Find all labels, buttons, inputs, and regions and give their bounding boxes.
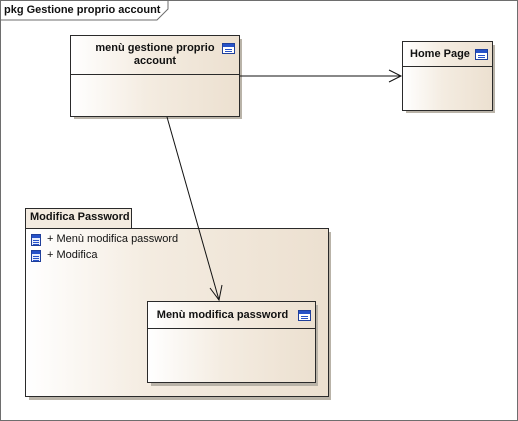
class-icon [31, 234, 41, 246]
class-header: Home Page [403, 42, 492, 67]
class-name: Menù modifica password [156, 309, 289, 321]
package-member[interactable]: + Modifica [47, 249, 98, 261]
frame-title: pkg Gestione proprio account [4, 4, 161, 16]
window-icon [475, 49, 488, 60]
class-header: Menù modifica password [148, 302, 315, 329]
window-icon [222, 43, 235, 54]
window-icon [298, 310, 311, 321]
class-name: Home Page [410, 48, 470, 60]
arrowhead-open [209, 284, 223, 302]
edge-to-menu-modifica-password [166, 116, 220, 301]
class-menu-modifica-password[interactable]: Menù modifica password [147, 301, 316, 383]
package-member[interactable]: + Menù modifica password [47, 233, 179, 245]
package-name: Modifica Password [30, 211, 130, 223]
class-home-page[interactable]: Home Page [402, 41, 493, 111]
class-icon [31, 250, 41, 262]
arrowhead-open [388, 69, 403, 83]
class-header: menù gestione proprio account [71, 36, 239, 75]
class-menu-gestione-account[interactable]: menù gestione proprio account [70, 35, 240, 117]
class-name: menù gestione proprio account [95, 42, 215, 67]
frame-tab-outline [1, 1, 169, 21]
